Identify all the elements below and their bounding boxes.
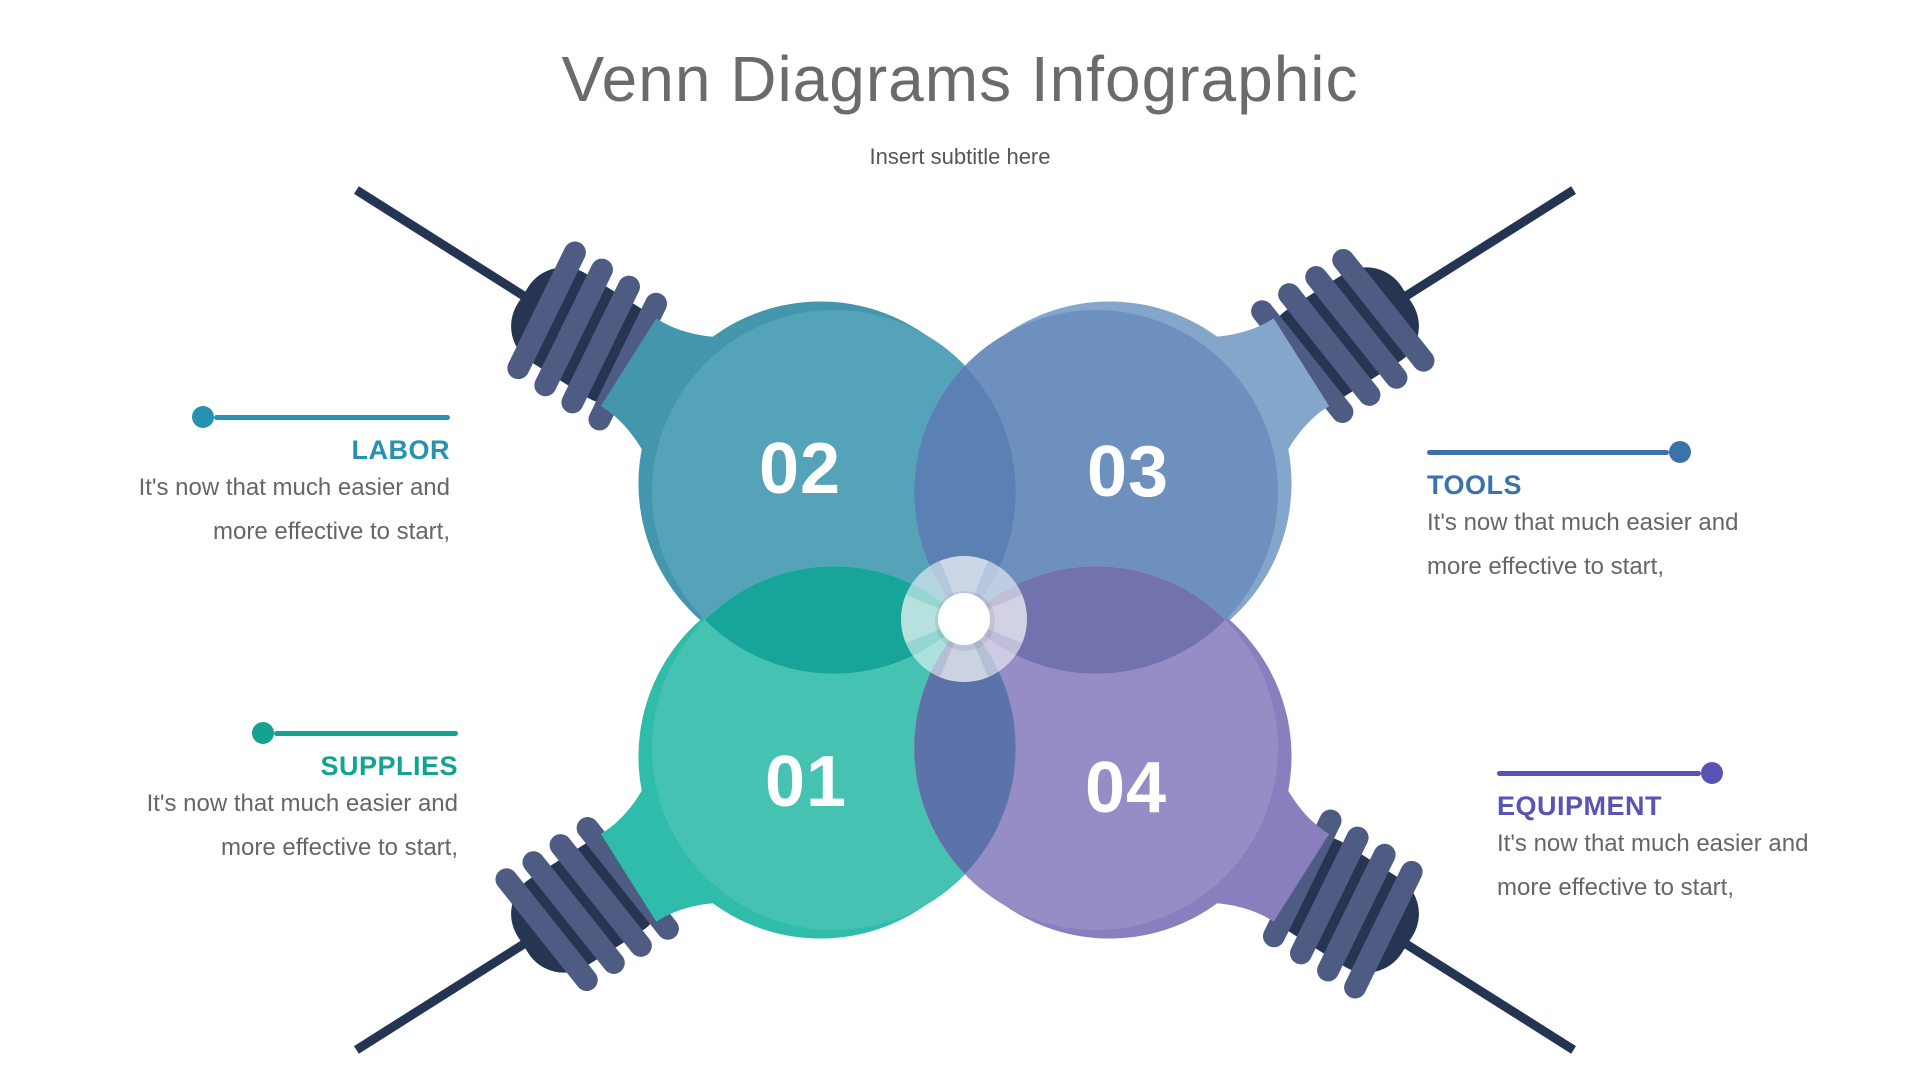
labor-desc-line2: more effective to start,: [213, 518, 450, 545]
labor-label: LABOR: [351, 435, 450, 465]
equipment-connector: [1497, 762, 1723, 784]
tools-connector-line: [1427, 449, 1669, 455]
center-hub: [901, 556, 1027, 682]
equipment-connector-line: [1497, 770, 1701, 776]
tools-connector-dot: [1669, 441, 1691, 463]
page-title: Venn Diagrams Infographic: [561, 43, 1359, 115]
labor-description: It's now that much easier and more effec…: [120, 466, 450, 554]
supplies-connector-line: [274, 730, 458, 736]
supplies-desc-line1: It's now that much easier and: [146, 790, 458, 817]
number-04: 04: [1085, 748, 1167, 828]
equipment-desc-line1: It's now that much easier and: [1497, 830, 1809, 857]
supplies-desc-line2: more effective to start,: [221, 834, 458, 861]
overlap-lens-top: [914, 366, 1016, 618]
supplies-connector-dot: [252, 722, 274, 744]
labor-connector-line: [214, 414, 450, 420]
overlap-lens-left: [705, 566, 963, 674]
number-03: 03: [1087, 432, 1169, 512]
tools-desc-line2: more effective to start,: [1427, 553, 1664, 580]
overlap-lens-right: [967, 566, 1225, 674]
equipment-connector-dot: [1701, 762, 1723, 784]
equipment-description: It's now that much easier and more effec…: [1497, 822, 1837, 910]
callout-labor: LABOR It's now that much easier and more…: [120, 406, 450, 554]
hub-center-circle: [938, 593, 990, 645]
tools-desc-line1: It's now that much easier and: [1427, 509, 1739, 536]
supplies-connector: [252, 722, 458, 744]
callout-supplies: SUPPLIES It's now that much easier and m…: [128, 722, 458, 870]
tools-label: TOOLS: [1427, 470, 1523, 500]
supplies-description: It's now that much easier and more effec…: [128, 782, 458, 870]
tools-description: It's now that much easier and more effec…: [1427, 501, 1767, 589]
callout-equipment: EQUIPMENT It's now that much easier and …: [1497, 762, 1837, 910]
page-subtitle: Insert subtitle here: [869, 144, 1051, 169]
number-01: 01: [765, 742, 847, 822]
labor-connector: [192, 406, 450, 428]
labor-desc-line1: It's now that much easier and: [138, 474, 450, 501]
bulb-socket-ribs: [1262, 809, 1423, 999]
number-02: 02: [759, 429, 841, 509]
equipment-label: EQUIPMENT: [1497, 791, 1663, 821]
equipment-desc-line2: more effective to start,: [1497, 874, 1734, 901]
overlap-lens-bottom: [914, 622, 1016, 874]
callout-tools: TOOLS It's now that much easier and more…: [1427, 441, 1767, 589]
tools-connector: [1427, 441, 1691, 463]
hub-pinwheel: [901, 556, 1027, 682]
supplies-label: SUPPLIES: [320, 751, 458, 781]
labor-connector-dot: [192, 406, 214, 428]
